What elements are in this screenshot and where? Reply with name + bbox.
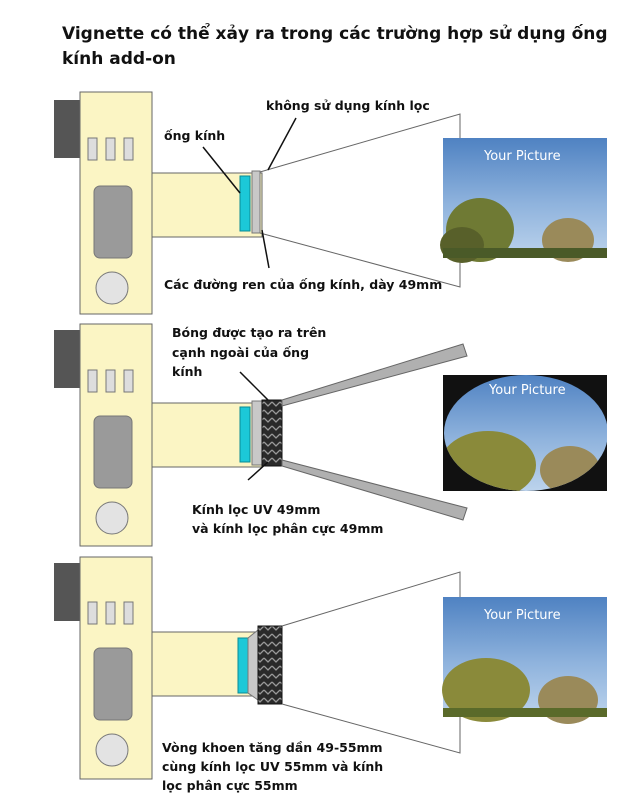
page-title: Vignette có thể xảy ra trong các trường …	[62, 24, 608, 69]
label-threads: Các đường ren của ống kính, dày 49mm	[164, 277, 443, 292]
lens-glass	[239, 175, 251, 232]
camera-button	[95, 501, 129, 535]
camera-screen	[93, 185, 133, 259]
picture-3	[442, 597, 607, 724]
camera-button	[95, 271, 129, 305]
camera-screen	[93, 415, 133, 489]
camera-screen	[93, 647, 133, 721]
lens-glass	[239, 406, 251, 463]
camera-button	[95, 733, 129, 767]
panel-1	[54, 91, 607, 315]
label-shadow-line1: Bóng được tạo ra trên	[172, 325, 327, 340]
picture-1	[440, 138, 607, 263]
label-shadow-line2: cạnh ngoài của ống	[172, 345, 310, 360]
camera-grip	[54, 563, 80, 621]
picture-2-caption: Your Picture	[489, 383, 566, 398]
label-filters-line2: và kính lọc phân cực 49mm	[192, 521, 384, 536]
label-filters-line1: Kính lọc UV 49mm	[192, 502, 321, 517]
camera-grip	[54, 100, 80, 158]
picture-1-caption: Your Picture	[484, 149, 561, 164]
picture-2	[443, 375, 607, 491]
label-ring-line3: lọc phân cực 55mm	[162, 778, 298, 793]
label-no-filter: không sử dụng kính lọc	[266, 98, 430, 113]
shadow-edge-bottom	[281, 459, 468, 521]
picture-3-caption: Your Picture	[484, 608, 561, 623]
filter-stack	[261, 399, 283, 467]
shadow-edge-top	[281, 343, 468, 407]
filter-stack	[257, 625, 283, 705]
panel-3	[54, 556, 607, 780]
step-up-ring	[247, 628, 259, 701]
lens-glass	[237, 637, 249, 694]
field-of-view	[259, 113, 461, 288]
label-shadow-line3: kính	[172, 364, 203, 379]
camera-grip	[54, 330, 80, 388]
field-of-view	[281, 571, 461, 754]
label-lens: ống kính	[164, 128, 226, 143]
lens-thread	[251, 170, 261, 234]
label-ring-line1: Vòng khoen tăng dần 49-55mm	[162, 740, 383, 755]
label-ring-line2: cùng kính lọc UV 55mm và kính	[162, 759, 384, 774]
panel-2	[54, 323, 607, 547]
